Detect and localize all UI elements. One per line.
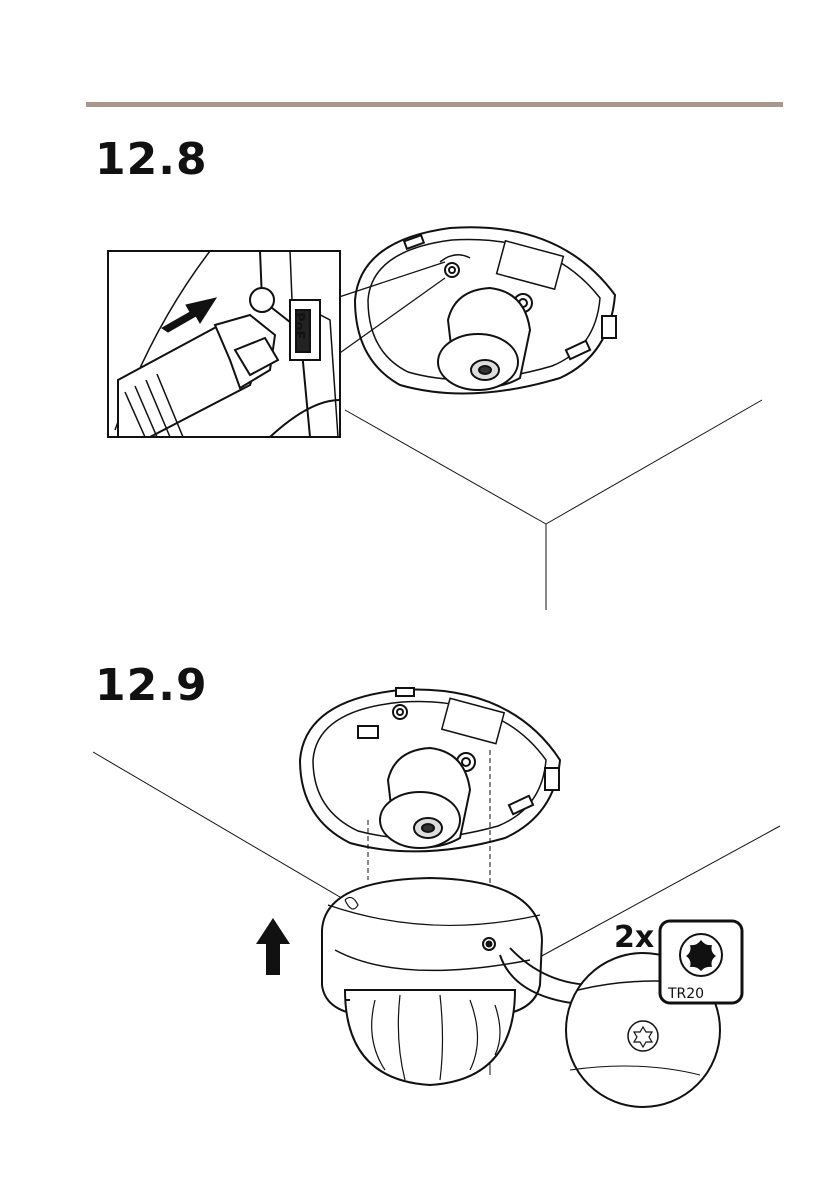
dome-cover bbox=[322, 878, 542, 1085]
torx-size-label: TR20 bbox=[668, 986, 704, 1002]
screw-quantity-label: 2x bbox=[614, 920, 654, 955]
camera-base-mounted bbox=[300, 688, 560, 851]
lift-arrow-icon bbox=[256, 918, 290, 975]
